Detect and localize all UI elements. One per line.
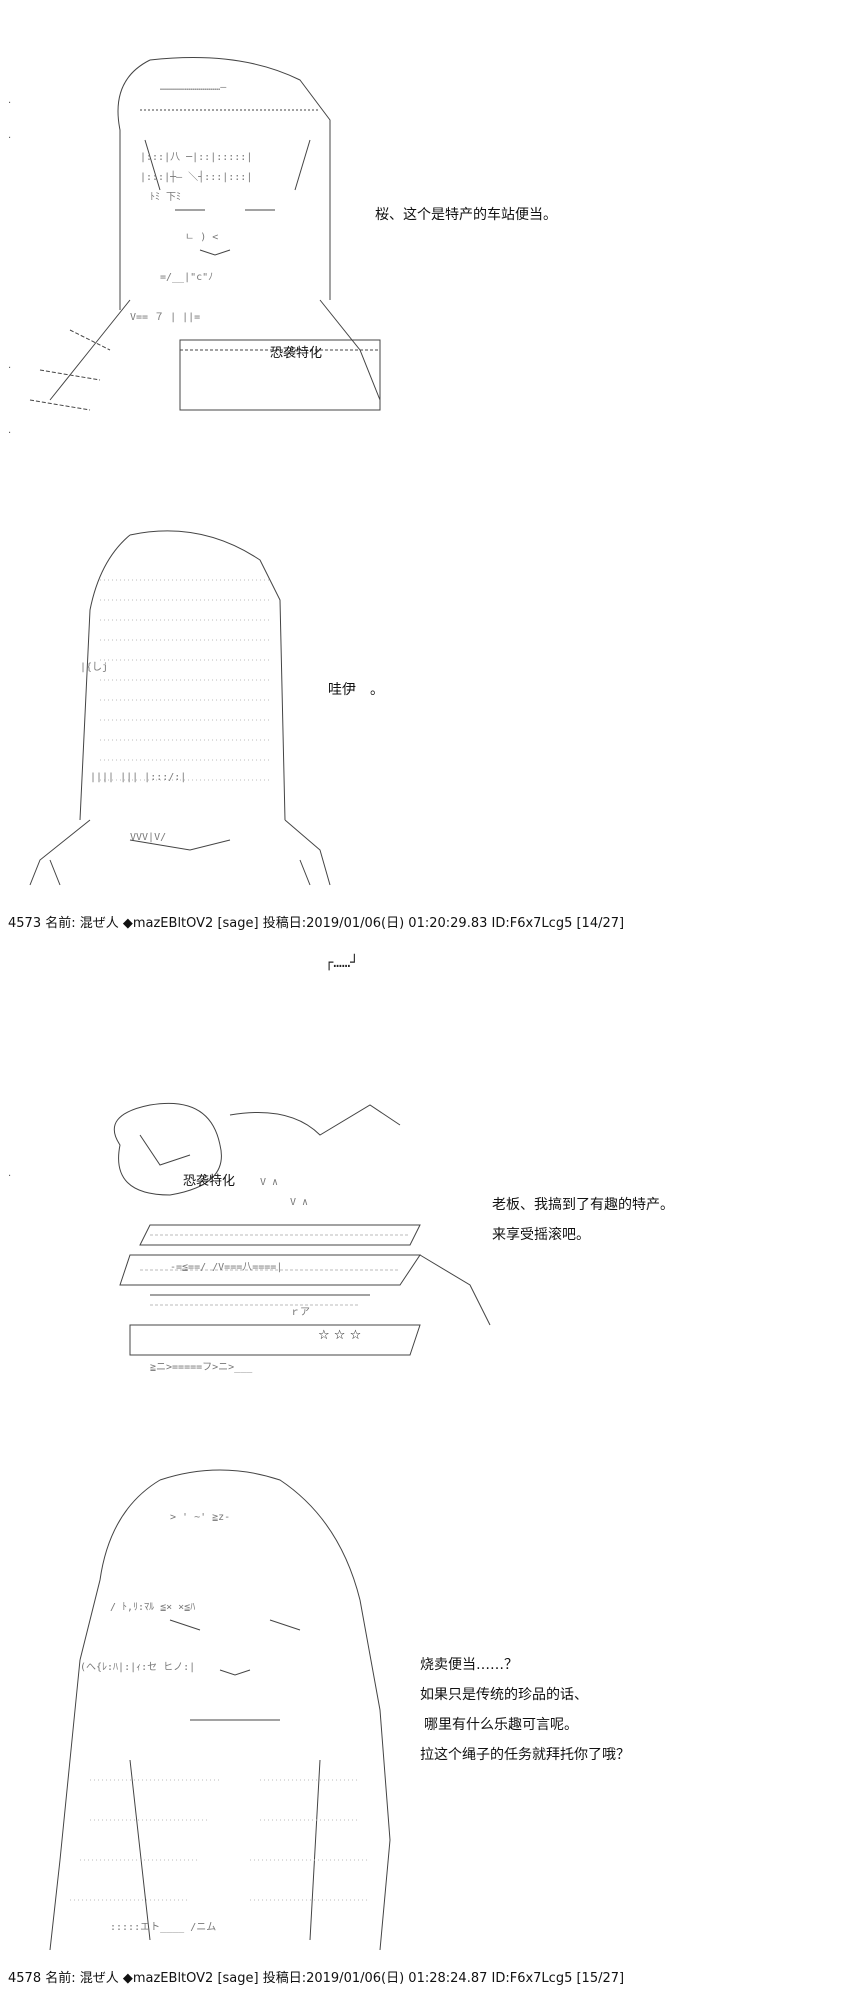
- bento-label: 恐袭特化: [270, 346, 323, 361]
- svg-text:|:::|┼― ＼┤:::|:::|: |:::|┼― ＼┤:::|:::|: [140, 170, 252, 183]
- svg-text:|{しj: |{しj: [80, 661, 108, 673]
- svg-text:ﾄﾐ 下ﾐ: ﾄﾐ 下ﾐ: [150, 192, 181, 203]
- dialog-line: 来享受摇滚吧。: [492, 1227, 590, 1243]
- svg-text:VVV|V/: VVV|V/: [130, 832, 166, 843]
- post-header-4578: 4578 名前: 混ぜ人 ◆mazEBltOV2 [sage] 投稿日:2019…: [8, 1971, 625, 1986]
- edge-dot: .: [8, 130, 12, 141]
- svg-text:…………………………―: …………………………―: [160, 82, 227, 93]
- manga-panel-2: |{しj |||| ||| |:::/:| VVV|V/ 哇伊 。: [0, 500, 867, 900]
- edge-dot: .: [8, 425, 12, 436]
- dialog-line: 老板、我搞到了有趣的特产。: [492, 1197, 674, 1213]
- svg-text:(へ{ﾚ:ﾊ|:|ｨ:セ ヒノ:|: (へ{ﾚ:ﾊ|:|ｨ:セ ヒノ:|: [80, 1661, 195, 1673]
- svg-text:ㄴ ) <: ㄴ ) <: [185, 232, 218, 243]
- manga-panel-1: …………………………― |:::|八 ─|::|:::::| |:::|┼― ＼…: [0, 0, 867, 460]
- dialog-line: 如果只是传统的珍品的话、: [420, 1687, 588, 1703]
- dialog-box-4: 烧卖便当……？ 如果只是传统的珍品的话、 哪里有什么乐趣可言呢。 拉这个绳子的任…: [420, 1655, 630, 1775]
- svg-text:|||| ||| |:::/:|: |||| ||| |:::/:|: [90, 772, 186, 783]
- svg-text::::::エト____ /ニム: :::::エト____ /ニム: [110, 1921, 216, 1933]
- svg-text:/ ﾄ,ﾘ:ﾏﾙ ≦× ×≦ﾊ: / ﾄ,ﾘ:ﾏﾙ ≦× ×≦ﾊ: [110, 1602, 195, 1613]
- ascii-art-rocket-gift: V ∧ V ∧ -=≦==/ /V===八====| ｒア ≧ニ>=====フ>…: [90, 1085, 510, 1385]
- scene-transition-bracket: ┌……┘: [325, 955, 359, 971]
- edge-dot: .: [8, 1168, 12, 1179]
- dialog-line: 哪里有什么乐趣可言呢。: [424, 1717, 578, 1733]
- svg-text:-=≦==/ /V===八====|: -=≦==/ /V===八====|: [170, 1262, 282, 1273]
- svg-text:=/__|"c"ﾉ: =/__|"c"ﾉ: [160, 272, 213, 283]
- dialog-line: 烧卖便当……？: [420, 1657, 518, 1673]
- dialog-line: 哇伊 。: [328, 682, 384, 698]
- svg-text:V ∧: V ∧: [290, 1197, 308, 1208]
- rocket-label: 恐袭特化: [183, 1174, 236, 1189]
- svg-text:ｒア: ｒア: [290, 1307, 310, 1318]
- svg-text:V ∧: V ∧: [260, 1177, 278, 1188]
- svg-text:V== ７ | ||=: V== ７ | ||=: [130, 312, 200, 323]
- ascii-art-girl-back-view: |{しj |||| ||| |:::/:| VVV|V/: [20, 520, 340, 890]
- edge-dot: .: [8, 95, 12, 106]
- dialog-box-2: 哇伊 。: [328, 680, 384, 710]
- ascii-art-girl-with-bento: …………………………― |:::|八 ─|::|:::::| |:::|┼― ＼…: [10, 50, 390, 450]
- ascii-art-girl-smiling: > ' ~' ≧z- / ﾄ,ﾘ:ﾏﾙ ≦× ×≦ﾊ (へ{ﾚ:ﾊ|:|ｨ:セ …: [20, 1460, 420, 1960]
- manga-panel-3: V ∧ V ∧ -=≦==/ /V===八====| ｒア ≧ニ>=====フ>…: [0, 1080, 867, 1400]
- stars-decoration: ☆ ☆ ☆: [318, 1328, 362, 1343]
- svg-text:|:::|八 ─|::|:::::|: |:::|八 ─|::|:::::|: [140, 152, 252, 163]
- dialog-box-1: 桜、这个是特产的车站便当。: [375, 205, 557, 235]
- svg-text:> ' ~' ≧z-: > ' ~' ≧z-: [170, 1512, 230, 1523]
- edge-dot: .: [8, 360, 12, 371]
- dialog-line: 拉这个绳子的任务就拜托你了哦？: [420, 1747, 630, 1763]
- post-header-4573: 4573 名前: 混ぜ人 ◆mazEBltOV2 [sage] 投稿日:2019…: [8, 916, 625, 931]
- dialog-line: 桜、这个是特产的车站便当。: [375, 207, 557, 223]
- svg-text:≧ニ>=====フ>ニ>___: ≧ニ>=====フ>ニ>___: [150, 1362, 253, 1373]
- manga-panel-4: > ' ~' ≧z- / ﾄ,ﾘ:ﾏﾙ ≦× ×≦ﾊ (へ{ﾚ:ﾊ|:|ｨ:セ …: [0, 1450, 867, 1960]
- dialog-box-3: 老板、我搞到了有趣的特产。 来享受摇滚吧。: [492, 1195, 674, 1255]
